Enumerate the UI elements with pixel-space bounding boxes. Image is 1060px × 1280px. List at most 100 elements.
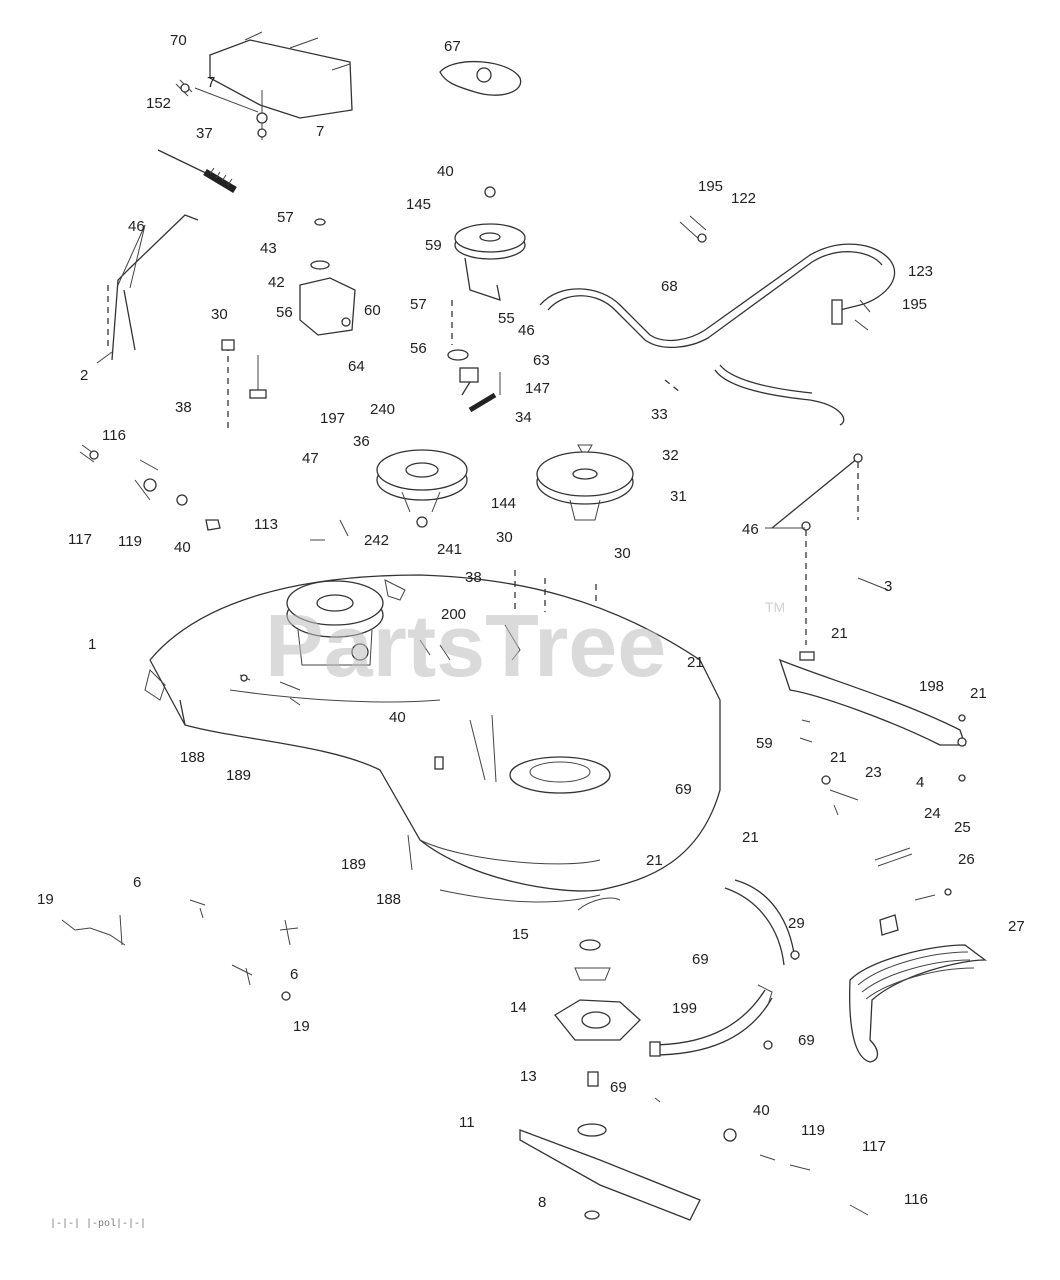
callout-29: 29 [788,915,805,932]
callout-60: 60 [364,302,381,319]
callout-117: 117 [862,1138,886,1155]
hardware-19-6-drawing [61,899,299,1001]
callout-63: 63 [533,352,550,369]
callout-4: 4 [916,774,924,791]
callout-197: 197 [320,410,345,427]
callout-1: 1 [88,636,96,653]
callout-116: 116 [102,427,126,444]
mower-deck-drawing [149,574,721,903]
diagram-reference-code: |-|-| |-pol|-|-| [50,1218,146,1230]
callout-70: 70 [170,32,187,49]
belt-guide-29-drawing [649,879,800,1057]
callout-40: 40 [174,539,191,556]
callout-19: 19 [37,891,54,908]
pulley-31-drawing [536,444,634,521]
callout-46: 46 [128,218,145,235]
callout-144: 144 [491,495,516,512]
callout-36: 36 [353,433,370,450]
pulley-36-drawing [376,449,468,528]
callout-242: 242 [364,532,389,549]
callout-241: 241 [437,541,462,558]
callout-32: 32 [662,447,679,464]
callout-189: 189 [226,767,251,784]
callout-198: 198 [919,678,944,695]
callout-116: 116 [904,1191,928,1208]
callout-2: 2 [80,367,88,384]
callout-11: 11 [459,1114,475,1131]
callout-55: 55 [498,310,515,327]
bolts-122-195-drawing [679,215,871,331]
deck-fittings-left-drawing [144,669,301,706]
pulley-59-drawing [454,186,526,301]
rod-2-drawing [107,214,199,361]
callout-188: 188 [376,891,401,908]
watermark-trademark: TM [765,599,785,615]
callout-3: 3 [884,578,892,595]
callout-7: 7 [316,123,324,140]
callout-40: 40 [389,709,406,726]
belt-68-drawing [539,243,896,426]
callout-19: 19 [293,1018,310,1035]
hardware-116-119-drawing [79,444,349,541]
callout-56: 56 [276,304,293,321]
callout-145: 145 [406,196,431,213]
callout-21: 21 [830,749,847,766]
callout-21: 21 [687,654,704,671]
callout-21: 21 [742,829,759,846]
callout-46: 46 [518,322,535,339]
callout-40: 40 [753,1102,770,1119]
callout-23: 23 [865,764,882,781]
callout-57: 57 [277,209,294,226]
callout-147: 147 [525,380,550,397]
callout-59: 59 [425,237,442,254]
callout-31: 31 [670,488,687,505]
callout-6: 6 [290,966,298,983]
callout-13: 13 [520,1068,537,1085]
pulley-200-drawing [286,570,597,666]
callout-69: 69 [692,951,709,968]
deflector-27-drawing [849,914,987,1063]
callout-34: 34 [515,409,532,426]
callout-37: 37 [196,125,213,142]
callout-69: 69 [610,1079,627,1096]
callout-200: 200 [441,606,466,623]
spindle-bracket-drawing [447,300,501,413]
callout-69: 69 [675,781,692,798]
callout-21: 21 [646,852,663,869]
callout-21: 21 [970,685,987,702]
callout-113: 113 [254,516,278,533]
watermark: PartsTree [265,596,666,695]
leader-lines [96,87,805,529]
callout-59: 59 [756,735,773,752]
callout-42: 42 [268,274,285,291]
callout-119: 119 [801,1122,825,1139]
callout-195: 195 [902,296,927,313]
callout-26: 26 [958,851,975,868]
callout-6: 6 [133,874,141,891]
arm-198-drawing [778,651,967,747]
cover-plate-67-drawing [439,60,522,96]
callout-47: 47 [302,450,319,467]
callout-30: 30 [496,529,513,546]
spring-drawing [157,149,237,194]
callout-14: 14 [510,999,527,1016]
callout-119: 119 [118,533,142,550]
callout-38: 38 [175,399,192,416]
callout-122: 122 [731,190,756,207]
bolts-30-38-drawing [221,339,267,430]
callout-67: 67 [444,38,461,55]
callout-8: 8 [538,1194,546,1211]
callout-57: 57 [410,296,427,313]
callout-43: 43 [260,240,277,257]
callout-68: 68 [661,278,678,295]
callout-46: 46 [742,521,759,538]
callout-15: 15 [512,926,529,943]
rod-3-drawing [771,453,889,645]
callout-7: 7 [207,74,215,91]
idler-arm-drawing [299,218,356,336]
callout-30: 30 [614,545,631,562]
callout-64: 64 [348,358,365,375]
callout-25: 25 [954,819,971,836]
